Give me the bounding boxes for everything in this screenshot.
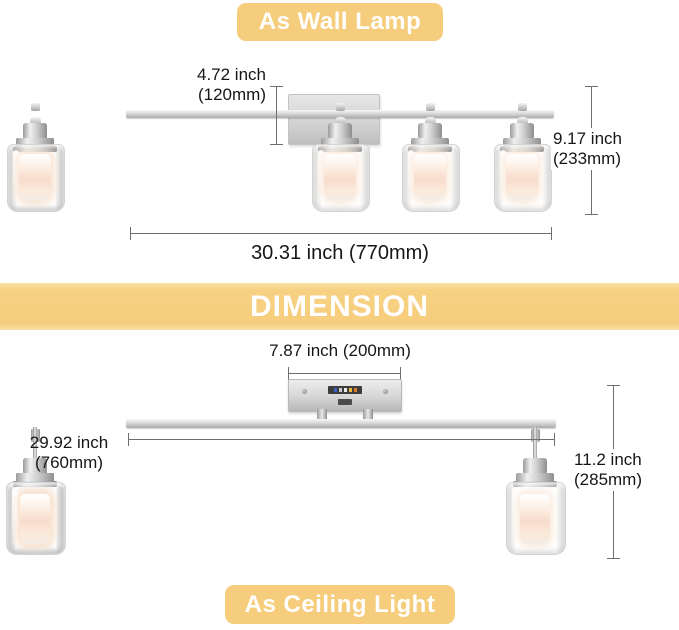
fixture-bar: [126, 419, 556, 428]
socket-cap: [23, 123, 47, 138]
glass-highlight: [500, 150, 506, 203]
socket-ring: [16, 473, 54, 482]
lamp-shade: [487, 103, 557, 215]
lamp-shade: [500, 427, 570, 557]
lamp-shade: [0, 427, 70, 557]
frosted-bulb: [414, 154, 446, 200]
ceiling-light-banner: As Ceiling Light: [225, 585, 455, 624]
lamp-shade: [395, 103, 465, 215]
dimension-banner: DIMENSION: [0, 283, 679, 330]
bar-pin: [517, 103, 527, 111]
ceiling-fixture-length-line: [128, 433, 555, 446]
lamp-shade: [305, 103, 375, 215]
frosted-bulb: [506, 154, 538, 200]
glass-highlight: [13, 150, 19, 203]
lamp-shade: [0, 103, 70, 215]
backplate-height-label: 4.72 inch (120mm): [197, 65, 266, 104]
socket-joint: [334, 117, 346, 126]
canopy-width-line: [288, 367, 401, 380]
socket-ring: [411, 138, 449, 147]
ceiling-fixture-height-label: 11.2 inch (285mm): [572, 449, 666, 491]
socket-ring: [516, 473, 554, 482]
wiring-terminal: [328, 386, 362, 394]
fixture-bar: [126, 110, 554, 118]
socket-joint: [516, 117, 528, 126]
ceiling-light-banner-label: As Ceiling Light: [244, 590, 436, 618]
socket-joint: [29, 117, 41, 126]
frosted-bulb: [20, 494, 50, 544]
canopy-sticker: [338, 399, 352, 405]
bar-pin: [335, 103, 345, 111]
hanging-rod: [33, 427, 37, 459]
canopy-screw: [383, 389, 388, 394]
frosted-bulb: [19, 154, 51, 200]
frosted-bulb: [520, 494, 550, 544]
socket-ring: [503, 138, 541, 147]
canopy-post: [363, 409, 373, 421]
canopy-screw: [302, 389, 307, 394]
wall-fixture-width-line: [130, 227, 552, 240]
canopy-post: [317, 409, 327, 421]
glass-highlight: [512, 488, 518, 545]
glass-highlight: [12, 488, 18, 545]
ceiling-canopy: [288, 379, 402, 412]
glass-highlight: [408, 150, 414, 203]
dimension-banner-label: DIMENSION: [249, 289, 429, 323]
backplate-height-line: [270, 86, 283, 145]
bar-pin: [30, 103, 40, 111]
socket-cap: [523, 458, 547, 473]
wall-lamp-banner-label: As Wall Lamp: [258, 8, 422, 35]
socket-cap: [328, 123, 352, 138]
wall-fixture-height-label: 9.17 inch (233mm): [551, 128, 643, 170]
socket-joint: [424, 117, 436, 126]
socket-ring: [321, 138, 359, 147]
glass-highlight: [318, 150, 324, 203]
wall-fixture-width-label: 30.31 inch (770mm): [251, 242, 429, 264]
wall-lamp-banner: As Wall Lamp: [237, 3, 443, 41]
socket-cap: [510, 123, 534, 138]
canopy-width-label: 7.87 inch (200mm): [269, 341, 411, 360]
socket-cap: [418, 123, 442, 138]
socket-ring: [16, 138, 54, 147]
ceiling-fixture-length-label: 29.92 inch (760mm): [29, 433, 109, 472]
bar-pin: [425, 103, 435, 111]
frosted-bulb: [324, 154, 356, 200]
socket-cap: [23, 458, 47, 473]
